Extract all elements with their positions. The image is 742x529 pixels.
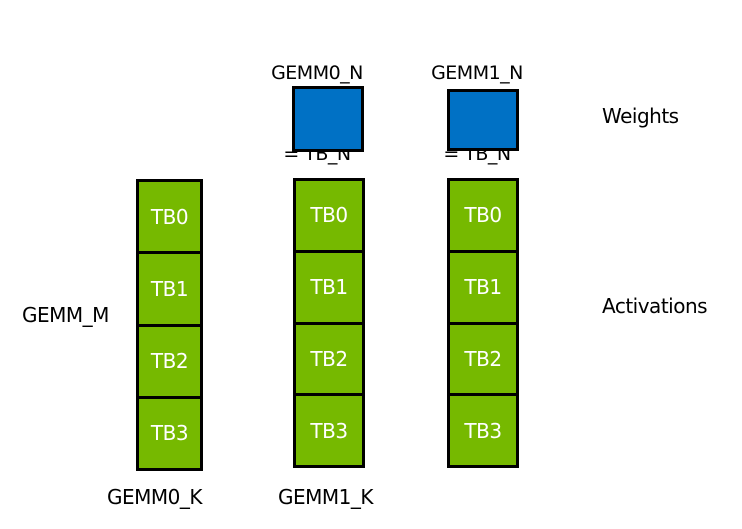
tb-block: TB2 (293, 321, 365, 397)
tb-block: TB2 (136, 323, 203, 399)
activation-column-0: TB0 TB1 TB2 TB3 (136, 179, 203, 471)
tb-block: TB3 (293, 393, 365, 468)
gemm1-k-label: GEMM1_K (278, 485, 374, 509)
tb-block: TB1 (293, 249, 365, 325)
tb-block: TB0 (136, 179, 203, 255)
weights-block-gemm1 (447, 89, 519, 151)
tb-block: TB3 (136, 395, 203, 471)
tb-block: TB3 (447, 393, 519, 468)
tb-block: TB0 (447, 178, 519, 253)
tb-block: TB2 (447, 321, 519, 397)
gemm0-n-label-line1: GEMM0_N (271, 62, 363, 84)
tb-block: TB1 (136, 251, 203, 327)
gemm0-k-label: GEMM0_K (107, 485, 203, 509)
activation-column-1: TB0 TB1 TB2 TB3 (293, 178, 365, 468)
activation-column-2: TB0 TB1 TB2 TB3 (447, 178, 519, 468)
gemm1-n-label-line1: GEMM1_N (431, 62, 523, 84)
weights-label: Weights (602, 104, 679, 128)
tb-block: TB1 (447, 249, 519, 325)
gemm-m-label: GEMM_M (22, 303, 109, 327)
activations-label: Activations (602, 294, 708, 318)
tb-block: TB0 (293, 178, 365, 253)
weights-block-gemm0 (292, 86, 364, 152)
